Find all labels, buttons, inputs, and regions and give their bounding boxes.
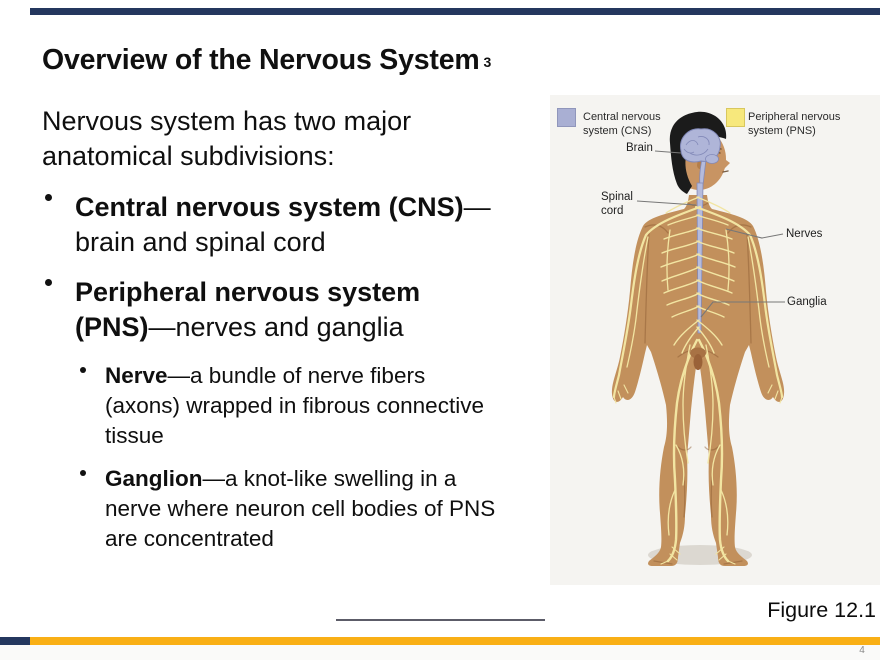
nerve-network [612, 196, 784, 565]
top-rule-bar [30, 8, 880, 15]
nose [722, 157, 730, 170]
subbullet-nerve-def1: —a bundle of nerve fibers [167, 363, 426, 388]
bullet-cns-dash: — [463, 192, 491, 222]
brain-graphic [680, 128, 721, 186]
bullet-dot [45, 194, 52, 201]
subbullet-ganglion-def1: —a knot-like swelling in a [202, 466, 457, 491]
bullet-pns: Peripheral nervous system (PNS)—nerves a… [42, 275, 575, 345]
footer-strip [0, 645, 880, 660]
spinal-cord-label-line2: cord [601, 205, 624, 217]
ganglia-label: Ganglia [787, 296, 827, 308]
mouth [722, 170, 729, 173]
bullet-cns-definition: brain and spinal cord [75, 227, 326, 257]
figure-caption: Figure 12.1 [767, 598, 876, 622]
cerebellum [705, 154, 719, 164]
bullet-dot [80, 367, 86, 373]
pns-legend-label: Peripheral nervous system (PNS) [748, 110, 840, 138]
bullet-dot [80, 470, 86, 476]
bullet-pns-definition: nerves and ganglia [175, 312, 404, 342]
intro-line1: Nervous system has two major [42, 106, 412, 136]
spinal-cord-pointer-line [636, 200, 697, 206]
bottom-rule-bar [0, 637, 880, 645]
subbullet-ganglion-def3: are concentrated [105, 526, 274, 551]
bullet-cns: Central nervous system (CNS)— brain and … [42, 190, 575, 260]
genitals [690, 347, 706, 370]
subbullet-nerve-def3: tissue [105, 423, 164, 448]
subbullet-nerve-def2: (axons) wrapped in fibrous connective [105, 393, 484, 418]
cns-legend-line2: system (CNS) [583, 125, 652, 137]
blank-underline [336, 619, 545, 621]
subbullet-ganglion: Ganglion—a knot-like swelling in a nerve… [78, 464, 575, 554]
pns-legend-swatch [726, 108, 745, 127]
subbullet-nerve: Nerve—a bundle of nerve fibers (axons) w… [78, 361, 575, 451]
spinal-cord-label-line1: Spinal [601, 191, 633, 203]
spinal-cord-label: Spinal cord [601, 190, 633, 218]
intro-paragraph: Nervous system has two major anatomical … [42, 104, 542, 174]
brain-pointer-line [654, 150, 682, 154]
bullet-dot [45, 279, 52, 286]
subbullet-nerve-term: Nerve [105, 363, 168, 388]
brain-label: Brain [626, 142, 653, 154]
bullet-pns-term-line1: Peripheral nervous system [75, 277, 421, 307]
human-nervous-system-illustration [550, 95, 880, 585]
bullet-pns-term-line2: (PNS) [75, 312, 149, 342]
intro-line2: anatomical subdivisions: [42, 141, 335, 171]
ganglia-pointer-line [700, 301, 785, 318]
bullet-cns-term: Central nervous system (CNS) [75, 192, 464, 222]
cns-legend-line1: Central nervous [583, 111, 661, 123]
subbullet-ganglion-term: Ganglion [105, 466, 203, 491]
cns-legend-swatch [557, 108, 576, 127]
bottom-accent-square [0, 637, 30, 645]
pns-legend-line1: Peripheral nervous [748, 111, 841, 123]
label-pointer-lines [636, 150, 785, 318]
bullet-pns-dash: — [148, 312, 176, 342]
slide-title-superscript: 3 [483, 54, 492, 70]
slide-title-text: Overview of the Nervous System [42, 44, 480, 76]
nerves-pointer-line [725, 228, 784, 239]
nerves-label: Nerves [786, 228, 823, 240]
page-number: 4 [859, 645, 865, 656]
subbullet-ganglion-def2: nerve where neuron cell bodies of PNS [105, 496, 496, 521]
pns-legend-line2: system (PNS) [748, 125, 816, 137]
cns-legend-label: Central nervous system (CNS) [583, 110, 661, 138]
